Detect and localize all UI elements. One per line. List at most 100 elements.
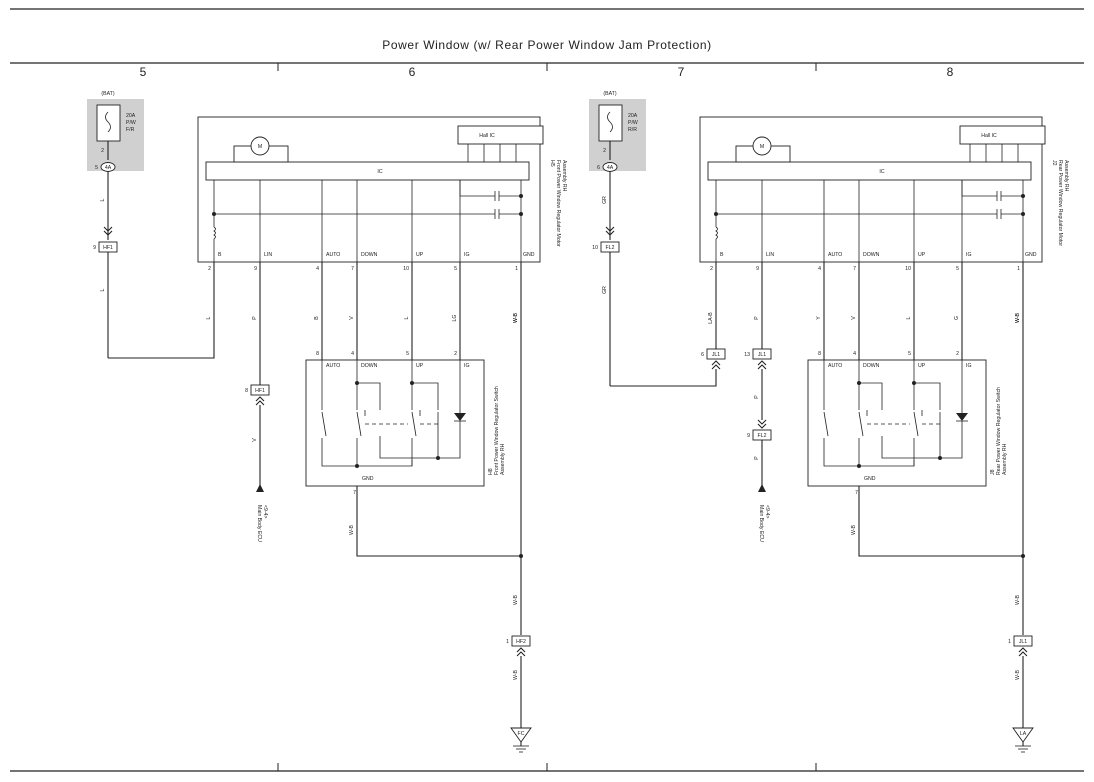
motor-icon [250,136,270,156]
hall-ic-label: Hall IC [981,133,997,139]
ecu-ref: <9-4> [764,505,770,519]
connector-label: FL2 [606,245,615,251]
component-code: J2 [1051,160,1057,166]
pin-number: 10 [403,266,409,272]
wire-color: W-B [513,594,519,605]
diode-icon [454,413,466,421]
ground-triangle [510,727,532,743]
pin-number: 8 [818,351,821,357]
fuse-icon [105,111,111,133]
fuse-pin: 2 [101,148,104,154]
pin-name: UP [416,363,424,369]
inductor [213,226,216,240]
connector-label: HF1 [103,245,113,251]
fuse-connector-pin: 5 [95,165,98,171]
connector-pin: 1 [1008,639,1011,645]
wire-color: L [404,316,410,319]
diagram-title: Power Window (w/ Rear Power Window Jam P… [382,38,711,52]
pin-name: DOWN [361,252,378,258]
pin-name: B [218,252,222,258]
component-code: H5 [549,160,555,167]
pin-name: AUTO [326,363,340,369]
fuse-connector-pin: 6 [597,165,600,171]
diode-icon [956,413,968,421]
pin-number: 5 [406,351,409,357]
chevron [757,364,767,370]
wire [356,486,521,557]
pin-name: DOWN [863,363,880,369]
column-number: 5 [140,65,147,79]
component-name: Assembly RH [561,160,567,192]
pin-name: UP [918,252,926,258]
wire [108,262,215,359]
switch-lead [881,421,963,459]
pin-name: B [720,252,724,258]
switch-housing [807,359,987,487]
connector-box [1013,635,1033,647]
wire-color: G [954,316,960,320]
ecu-arrow [256,484,264,492]
wire-color: LG [452,315,458,322]
wire-color: V [252,438,258,442]
junction-dot [355,464,359,468]
pin-number: 1 [1017,266,1020,272]
component-name: Rear Power Window Regulator Motor [1057,160,1063,246]
component-name: Front Power Window Regulator Motor [555,160,561,247]
fuse-name: F/R [126,127,135,133]
fuse-name: P/W [126,120,136,126]
pin-name: DOWN [863,252,880,258]
fuse-pin: 2 [603,148,606,154]
battery-label: (BAT) [603,91,616,97]
fuse-name: P/W [628,120,638,126]
chevron [757,423,767,429]
wire-color: P [754,395,760,399]
pin-number: 9 [756,266,759,272]
pin-number: 4 [351,351,354,357]
connector-box [511,635,531,647]
junction-dot [857,464,861,468]
connector-pin: 13 [744,352,750,358]
component-code: H8 [488,468,494,475]
wire [858,486,1023,557]
wire-color: W-B [851,524,857,535]
fuse-icon [607,111,613,133]
pin-number: 9 [254,266,257,272]
connector-box [706,348,726,360]
connector-label: HF1 [255,388,265,394]
pin-number: 2 [208,266,211,272]
pin-number: 1 [515,266,518,272]
wire-color: L [100,288,106,291]
pin-name: GND [1025,252,1037,258]
wire-color: W-B [349,524,355,535]
wire-color: P [754,316,760,320]
gnd-label: GND [362,476,374,482]
pin-name: AUTO [326,252,340,258]
pin-number: 5 [454,266,457,272]
pin-name: IG [464,252,469,258]
pin-number: 7 [353,490,356,496]
connector-pin: 9 [747,433,750,439]
chevron [516,651,526,657]
connector-pin: 6 [701,352,704,358]
motor-icon [752,136,772,156]
chevron [605,226,615,232]
ground-triangle [1012,727,1034,743]
pin-name: UP [416,252,424,258]
pin-number: 7 [853,266,856,272]
ground-label: FC [518,731,525,737]
connector-label: JL1 [712,352,720,358]
wire-color: P [754,456,760,460]
connector-label: JL1 [1019,639,1027,645]
chevron [1018,651,1028,657]
ecu-name: Main Body ECU [758,505,764,542]
pin-number: 2 [956,351,959,357]
